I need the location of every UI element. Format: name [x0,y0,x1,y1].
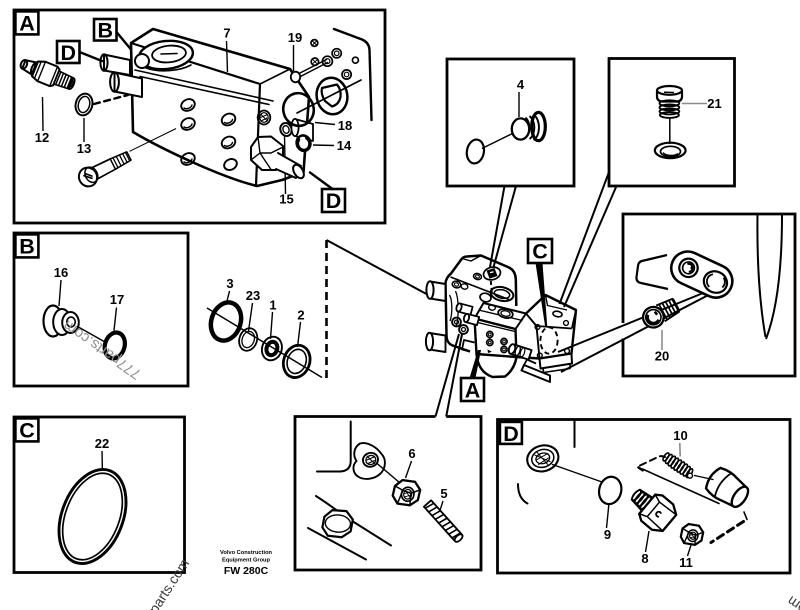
svg-text:Volvo Construction: Volvo Construction [220,550,273,556]
svg-text:D: D [61,41,77,65]
svg-text:16: 16 [54,265,68,280]
svg-text:19: 19 [288,30,302,45]
svg-text:22: 22 [95,436,109,451]
svg-text:Equipment Group: Equipment Group [222,558,271,564]
svg-text:12: 12 [35,130,49,145]
svg-text:10: 10 [673,428,687,443]
svg-text:A: A [465,379,481,403]
svg-text:2: 2 [297,308,304,323]
svg-text:C: C [532,240,548,264]
svg-text:13: 13 [77,141,91,156]
svg-text:B: B [98,19,114,43]
svg-text:14: 14 [337,138,352,153]
svg-text:7: 7 [223,26,230,41]
svg-text:D: D [503,422,519,446]
svg-text:C: C [19,419,35,443]
svg-text:5: 5 [440,486,447,501]
svg-text:18: 18 [338,118,352,133]
svg-text:9: 9 [604,527,611,542]
svg-text:3: 3 [226,276,233,291]
svg-text:4: 4 [517,77,525,92]
svg-text:15: 15 [279,192,293,207]
svg-text:B: B [19,235,35,259]
svg-text:1: 1 [269,298,276,313]
svg-text:FW 280C: FW 280C [224,565,269,577]
svg-text:8: 8 [641,551,648,566]
svg-text:A: A [19,12,35,36]
svg-text:21: 21 [707,96,721,111]
svg-text:D: D [326,189,342,213]
svg-text:6: 6 [408,446,415,461]
svg-text:11: 11 [679,555,693,570]
svg-text:20: 20 [655,349,669,364]
svg-text:17: 17 [110,292,124,307]
svg-text:23: 23 [246,288,260,303]
